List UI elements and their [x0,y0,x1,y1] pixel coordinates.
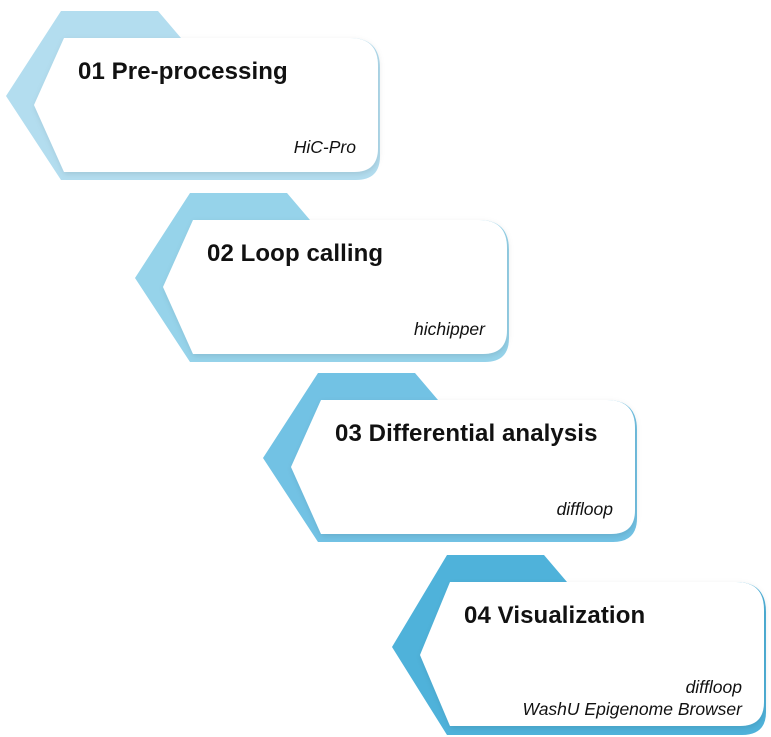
step-title: 02 Loop calling [207,240,384,267]
tool-name: WashU Epigenome Browser [522,699,743,719]
workflow-step-04: 04 Visualization diffloop WashU Epigenom… [392,552,771,735]
tool-list: hichipper [414,318,485,340]
card-panel [163,220,507,354]
tool-list: diffloop WashU Epigenome Browser [523,676,743,720]
tool-list: diffloop [557,498,613,520]
hexagon-frame-icon [6,11,380,180]
workflow-step-03: 03 Differential analysis diffloop [263,370,643,542]
workflow-step-01: 01 Pre-processing HiC-Pro [6,8,386,180]
step-title: 01 Pre-processing [78,58,288,85]
card-panel [291,400,635,534]
tool-name: diffloop [685,677,742,697]
hexagon-frame-icon [135,193,509,362]
hexagon-frame-icon [263,373,637,542]
step-title: 04 Visualization [464,602,646,629]
card-panel [420,582,764,726]
hexagon-frame-icon [392,555,766,735]
step-title: 03 Differential analysis [335,420,598,447]
tool-name: diffloop [556,499,613,519]
tool-name: HiC-Pro [293,137,356,157]
workflow-step-02: 02 Loop calling hichipper [135,190,515,362]
tool-name: hichipper [413,319,485,339]
tool-list: HiC-Pro [294,136,356,158]
card-panel [34,38,378,172]
